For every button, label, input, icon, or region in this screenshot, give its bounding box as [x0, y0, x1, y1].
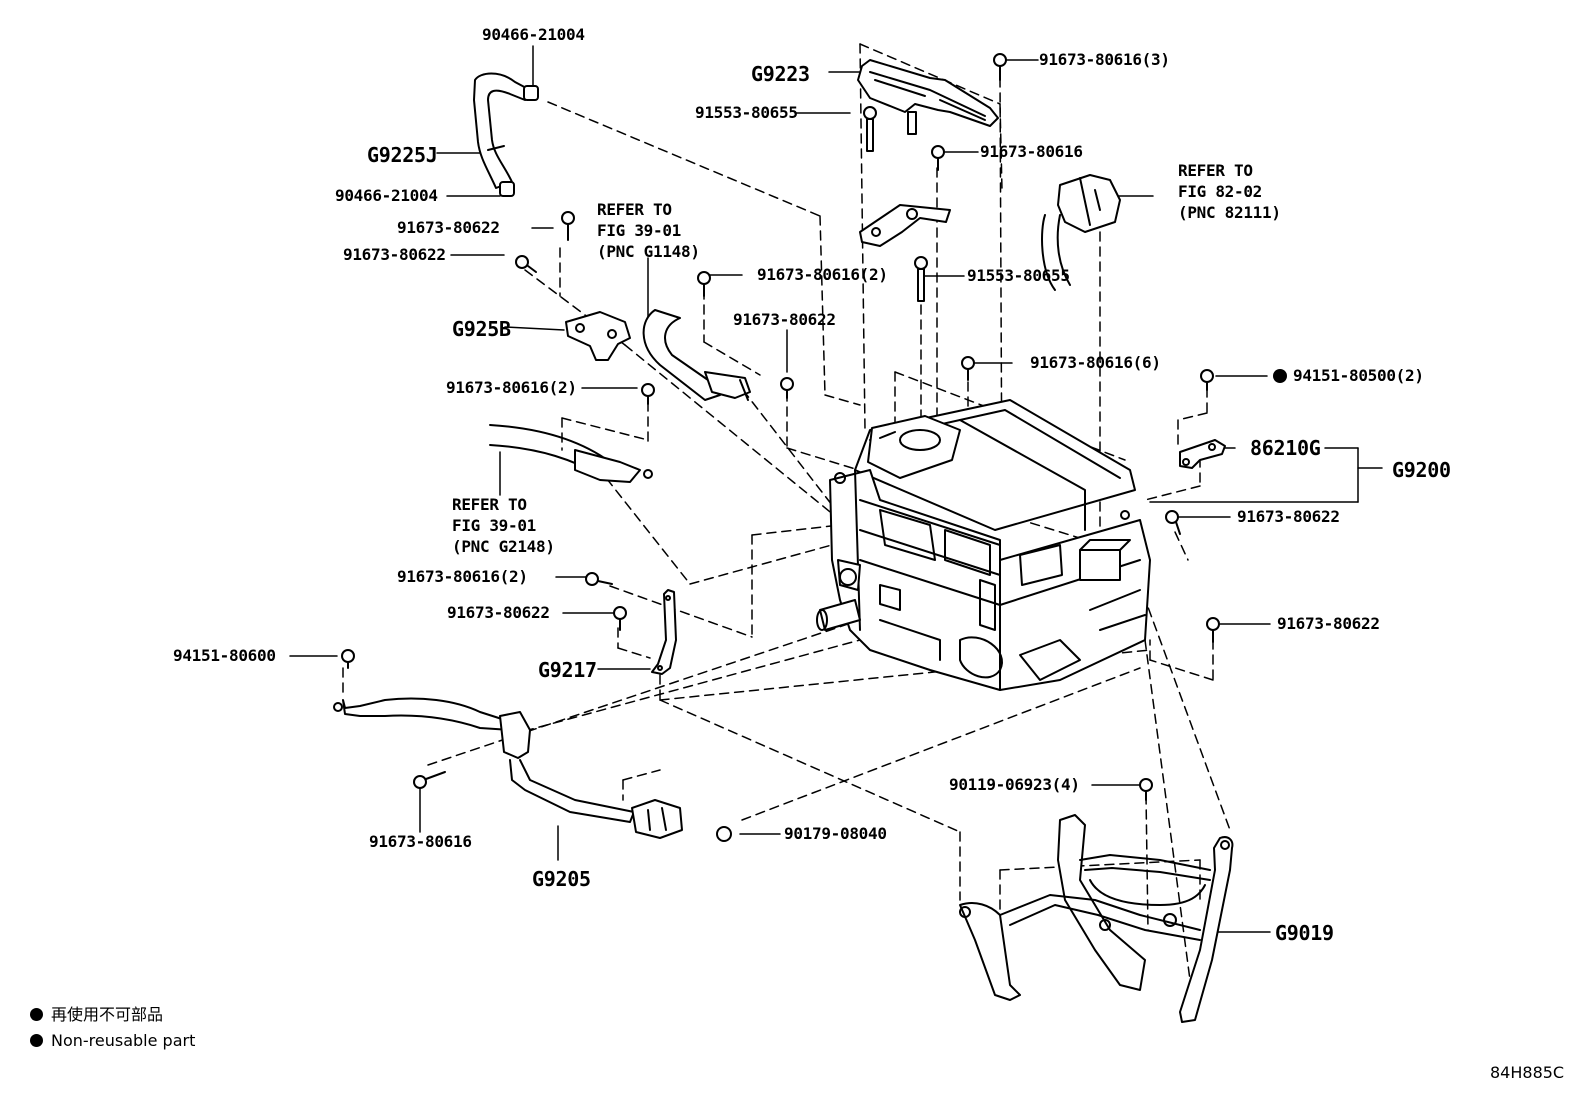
part-label-91673-80622-c: 91673-80622	[733, 310, 836, 329]
part-label-g9223: G9223	[751, 62, 810, 86]
strap-g9217	[651, 589, 677, 675]
part-label-g9225j: G9225J	[367, 143, 438, 167]
cover-g9223	[857, 59, 999, 135]
part-label-91553-80655-a: 91553-80655	[695, 103, 798, 122]
part-label-94151-80600: 94151-80600	[173, 646, 276, 665]
refer-fig-39-01-g2148: REFER TO FIG 39-01 (PNC G2148)	[452, 495, 555, 556]
part-label-g925b: G925B	[452, 317, 511, 341]
legend-jp: 再使用不可部品	[30, 1005, 163, 1025]
non-reusable-icon	[30, 1008, 43, 1021]
part-label-91673-80616-2b: 91673-80616(2)	[446, 378, 577, 397]
bracket-g925b	[565, 311, 631, 361]
bracket-plate	[859, 204, 951, 247]
hose-g2148	[489, 424, 653, 483]
legend-en: Non-reusable part	[30, 1031, 195, 1051]
part-label-90179-08040: 90179-08040	[784, 824, 887, 843]
part-label-91673-80616-3: 91673-80616(3)	[1039, 50, 1170, 69]
bracket-frame-g9019	[959, 814, 1234, 1023]
part-label-g9200: G9200	[1392, 458, 1451, 482]
part-label-91673-80616-6: 91673-80616(6)	[1030, 353, 1161, 372]
part-label-91673-80616-a: 91673-80616	[980, 142, 1083, 161]
fasteners	[341, 53, 1220, 842]
inverter-assembly-g9200	[816, 399, 1151, 691]
cable-g9205	[333, 697, 683, 839]
non-reusable-icon	[30, 1034, 43, 1047]
non-reusable-icon	[1273, 369, 1287, 383]
part-label-91673-80622-b: 91673-80622	[343, 245, 446, 264]
figure-code: 84H885C	[1490, 1063, 1565, 1082]
hose-g9225j	[473, 72, 539, 197]
cable-connector-82111	[1041, 174, 1121, 291]
part-label-86210g: 86210G	[1250, 436, 1321, 460]
refer-fig-82-02: REFER TO FIG 82-02 (PNC 82111)	[1178, 161, 1281, 222]
part-label-91673-80616-2a: 91673-80616(2)	[757, 265, 888, 284]
refer-fig-39-01-g1148: REFER TO FIG 39-01 (PNC G1148)	[597, 200, 700, 261]
part-label-91673-80622-e: 91673-80622	[447, 603, 550, 622]
part-label-91673-80616-2c: 91673-80616(2)	[397, 567, 528, 586]
part-label-91553-80655-b: 91553-80655	[967, 266, 1070, 285]
legend-en-text: Non-reusable part	[51, 1031, 196, 1050]
part-label-94151-80500-2: 94151-80500(2)	[1293, 366, 1424, 385]
part-label-91673-80622-d: 91673-80622	[1237, 507, 1340, 526]
bracket-86210g	[1179, 439, 1226, 469]
part-label-91673-80622-f: 91673-80622	[1277, 614, 1380, 633]
legend-jp-text: 再使用不可部品	[51, 1005, 164, 1024]
part-label-90119-06923-4: 90119-06923(4)	[949, 775, 1080, 794]
part-label-90466-21004-bottom: 90466-21004	[335, 186, 438, 205]
part-label-91673-80622-a: 91673-80622	[397, 218, 500, 237]
part-label-91673-80616-b: 91673-80616	[369, 832, 472, 851]
dashed-guides	[342, 43, 1231, 981]
part-label-90466-21004-top: 90466-21004	[482, 25, 585, 44]
hose-g1148	[642, 309, 751, 401]
part-label-g9217: G9217	[538, 658, 597, 682]
part-label-g9019: G9019	[1275, 921, 1334, 945]
part-label-g9205: G9205	[532, 867, 591, 891]
